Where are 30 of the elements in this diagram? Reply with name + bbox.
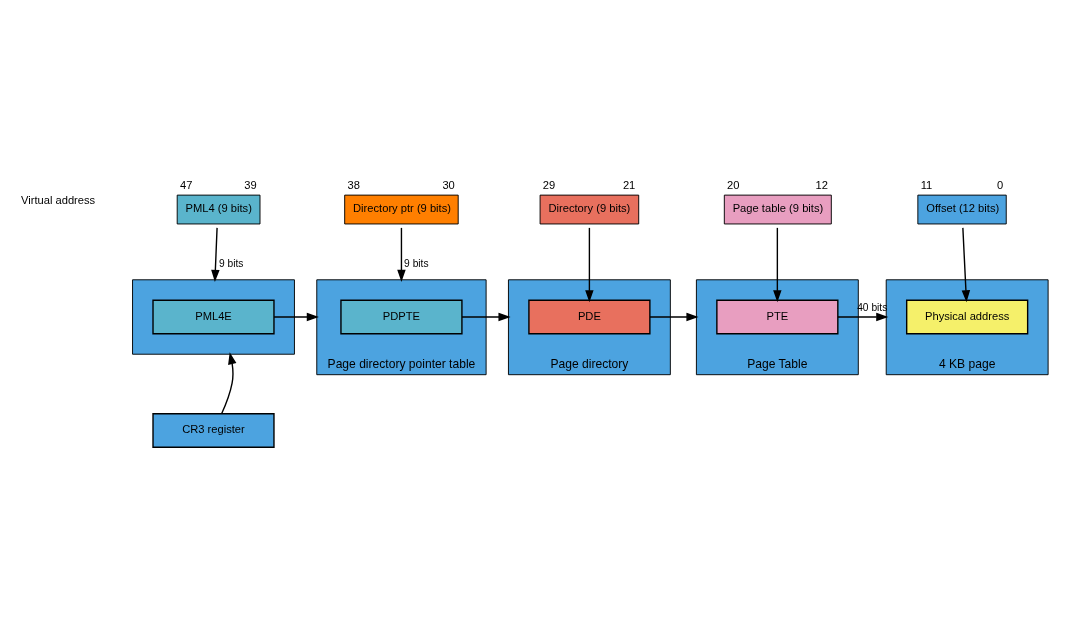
node-label: 39 bbox=[244, 178, 257, 191]
arrow bbox=[585, 226, 594, 302]
cluster bbox=[132, 278, 295, 355]
arrow bbox=[649, 312, 699, 321]
arrow bbox=[837, 312, 889, 321]
node-label: 12 bbox=[815, 178, 828, 191]
node-label: 0 bbox=[996, 178, 1004, 191]
arrow bbox=[220, 351, 237, 414]
node-box: PML4E bbox=[152, 299, 275, 334]
node-box: PDPTE bbox=[340, 299, 463, 334]
arrow bbox=[773, 226, 782, 302]
arrow bbox=[273, 312, 319, 321]
edge-label: 9 bits bbox=[218, 257, 244, 269]
node-box: PTE bbox=[716, 299, 839, 334]
node-box: Physical address bbox=[906, 299, 1029, 334]
node-label: 30 bbox=[442, 178, 455, 191]
node-label: 21 bbox=[622, 178, 636, 191]
arrow bbox=[461, 312, 511, 321]
node-label: 11 bbox=[920, 178, 933, 191]
node-label: 47 bbox=[179, 178, 193, 191]
label: Virtual address bbox=[20, 193, 96, 206]
node-box: CR3 register bbox=[152, 412, 275, 448]
node-label: 29 bbox=[542, 178, 556, 191]
node-box: PDE bbox=[528, 299, 651, 334]
arrow bbox=[397, 226, 406, 282]
node-label: 38 bbox=[347, 178, 360, 191]
node-label: 20 bbox=[727, 178, 740, 191]
arrow bbox=[961, 226, 971, 302]
edge-label: 9 bits bbox=[404, 257, 429, 269]
arrow bbox=[211, 226, 220, 282]
